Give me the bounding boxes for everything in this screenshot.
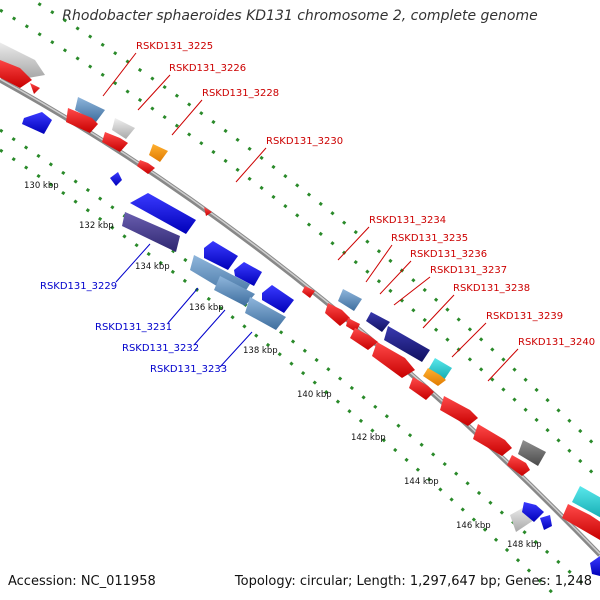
kbp-ticks: 130 kbp 132 kbp 134 kbp 136 kbp 138 kbp …	[24, 181, 542, 550]
kbp-tick-label: 140 kbp	[297, 390, 332, 400]
cds-gene[interactable]	[366, 312, 390, 332]
cds-gene[interactable]	[346, 318, 360, 332]
gene-label[interactable]: RSKD131_3232	[122, 343, 199, 354]
cds-gene[interactable]	[522, 502, 544, 522]
kbp-tick-label: 130 kbp	[24, 181, 59, 191]
kbp-tick-label: 142 kbp	[351, 433, 386, 443]
cds-gene[interactable]	[122, 212, 180, 252]
leader-line	[235, 147, 267, 183]
cds-gene[interactable]	[130, 193, 196, 234]
genome-summary-text: Topology: circular; Length: 1,297,647 bp…	[234, 574, 592, 589]
leader-line	[365, 244, 393, 283]
gene-label[interactable]: RSKD131_3229	[40, 281, 117, 292]
cds-gene[interactable]	[473, 424, 512, 456]
cds-gene[interactable]	[214, 276, 255, 306]
cds-gene[interactable]	[102, 132, 128, 152]
forward-gene-labels: RSKD131_3225 RSKD131_3226 RSKD131_3228 R…	[136, 41, 595, 348]
reverse-strand-genes	[22, 112, 600, 576]
leader-line	[379, 260, 412, 295]
leader-line	[193, 309, 226, 346]
forward-label-leaders	[102, 52, 519, 382]
cds-gene[interactable]	[409, 377, 434, 400]
kbp-tick-label: 138 kbp	[243, 346, 278, 356]
cds-gene[interactable]	[440, 396, 478, 426]
leader-line	[487, 348, 519, 382]
leader-line	[422, 294, 455, 329]
kbp-tick-label: 144 kbp	[404, 477, 439, 487]
cds-gene[interactable]	[112, 118, 135, 139]
gene-label[interactable]: RSKD131_3236	[410, 249, 487, 260]
kbp-tick-label: 134 kbp	[135, 262, 170, 272]
map-title: Rhodobacter sphaeroides KD131 chromosome…	[62, 8, 538, 24]
cds-gene[interactable]	[372, 342, 415, 378]
gene-label[interactable]: RSKD131_3226	[169, 63, 246, 74]
gene-label[interactable]: RSKD131_3225	[136, 41, 213, 52]
cds-gene[interactable]	[204, 241, 238, 270]
track-guide-outer-1	[29, 0, 600, 452]
kbp-tick-label: 136 kbp	[189, 303, 224, 313]
kbp-tick-label: 146 kbp	[456, 521, 491, 531]
kbp-tick-label: 148 kbp	[507, 540, 542, 550]
gene-label[interactable]: RSKD131_3233	[150, 364, 227, 375]
cds-gene[interactable]	[75, 97, 105, 122]
cds-gene[interactable]	[518, 440, 546, 466]
gene-label[interactable]: RSKD131_3228	[202, 88, 279, 99]
cds-gene[interactable]	[66, 108, 98, 133]
cds-gene[interactable]	[22, 112, 52, 134]
cds-gene[interactable]	[384, 326, 430, 362]
cds-gene[interactable]	[234, 262, 262, 286]
gene-label[interactable]: RSKD131_3230	[266, 136, 343, 147]
leader-line	[451, 322, 487, 358]
cds-gene[interactable]	[350, 328, 378, 350]
cds-gene[interactable]	[245, 297, 286, 330]
cds-gene[interactable]	[204, 207, 212, 216]
leader-line	[393, 276, 431, 306]
cds-gene[interactable]	[110, 172, 122, 186]
cds-gene[interactable]	[0, 58, 32, 88]
accession-text: Accession: NC_011958	[8, 574, 156, 589]
leader-line	[171, 99, 203, 136]
gene-label[interactable]: RSKD131_3237	[430, 265, 507, 276]
cds-gene[interactable]	[30, 83, 40, 94]
cds-gene[interactable]	[507, 455, 530, 476]
cds-gene[interactable]	[572, 486, 600, 520]
leader-line	[167, 287, 199, 324]
cds-gene[interactable]	[149, 144, 168, 162]
leader-line	[137, 74, 171, 111]
cds-gene[interactable]	[262, 285, 294, 313]
gene-label[interactable]: RSKD131_3239	[486, 311, 563, 322]
cds-gene[interactable]	[423, 368, 446, 386]
kbp-tick-label: 132 kbp	[79, 221, 114, 231]
cds-gene[interactable]	[302, 286, 315, 298]
cds-gene[interactable]	[338, 289, 362, 311]
cds-gene[interactable]	[137, 160, 155, 174]
leader-line	[102, 52, 137, 97]
cds-gene[interactable]	[325, 303, 350, 326]
gene-label[interactable]: RSKD131_3238	[453, 283, 530, 294]
track-guide-outer-2	[0, 8, 600, 482]
gene-label[interactable]: RSKD131_3231	[95, 322, 172, 333]
cds-gene[interactable]	[540, 515, 552, 530]
gene-label[interactable]: RSKD131_3235	[391, 233, 468, 244]
cds-gene[interactable]	[590, 556, 600, 576]
track-guide-inner-2	[0, 148, 562, 600]
cds-gene[interactable]	[562, 504, 600, 540]
leader-line	[219, 331, 253, 368]
leader-line	[115, 243, 151, 283]
forward-strand-genes	[0, 42, 600, 540]
gene-label[interactable]: RSKD131_3234	[369, 215, 446, 226]
reverse-label-leaders	[115, 243, 253, 368]
leader-line	[337, 226, 370, 261]
gene-label[interactable]: RSKD131_3240	[518, 337, 595, 348]
reverse-gene-labels: RSKD131_3229 RSKD131_3231 RSKD131_3232 R…	[40, 281, 227, 375]
track-guide-inner-1	[0, 128, 592, 592]
cds-gene[interactable]	[428, 358, 452, 380]
